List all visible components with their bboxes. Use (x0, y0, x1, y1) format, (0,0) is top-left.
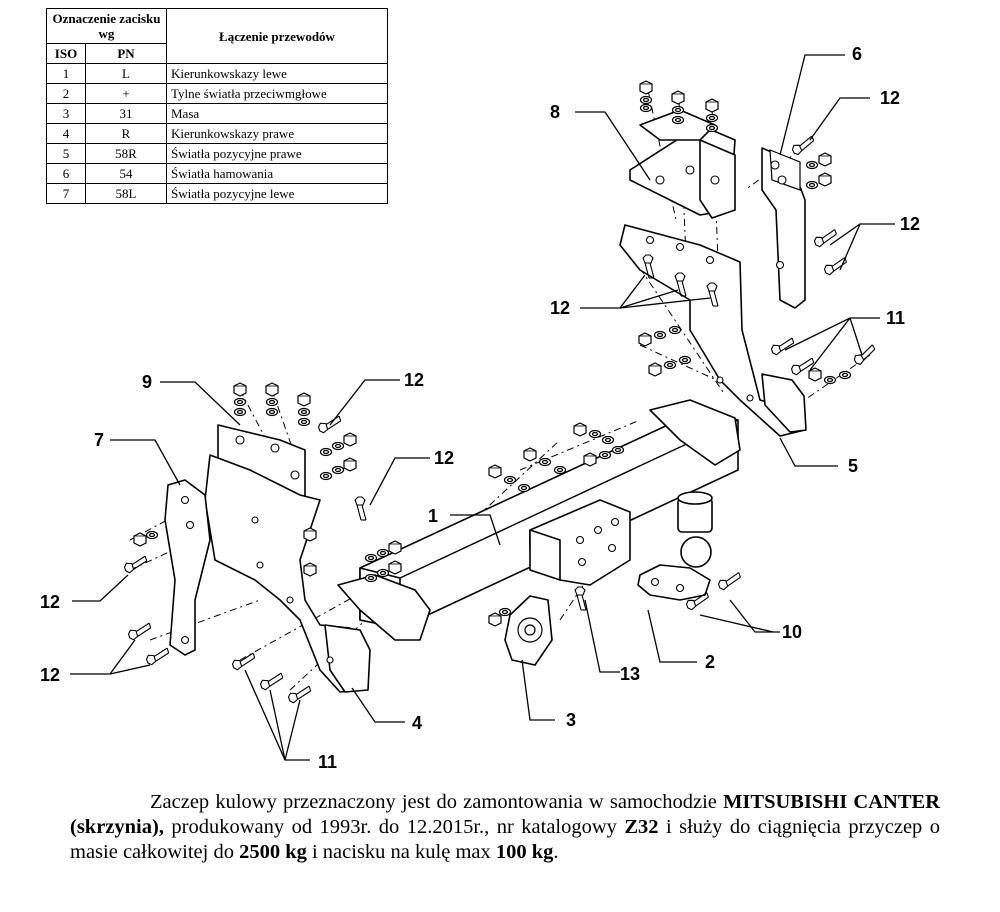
callout-10: 10 (782, 622, 802, 642)
exploded-diagram: 1 2 3 4 5 6 7 8 9 10 11 11 12 12 12 12 1… (40, 44, 920, 772)
cell-desc: Światła pozycyjne prawe (166, 143, 388, 164)
callout-12-lower-left: 12 (40, 592, 60, 612)
leader-lines (70, 54, 895, 761)
callout-4: 4 (412, 713, 422, 733)
callout-12-bottom-left: 12 (40, 665, 60, 685)
center-receiver (529, 499, 631, 586)
callout-5: 5 (848, 456, 858, 476)
callout-7: 7 (94, 430, 104, 450)
part-7-bracket (164, 479, 211, 656)
cell-desc: Kierunkowskazy prawe (166, 123, 388, 144)
table-header-connection: Łączenie przewodów (166, 8, 388, 64)
callout-1: 1 (428, 506, 438, 526)
part-5-side-plate (619, 224, 807, 437)
product-description: Zaczep kulowy przeznaczony jest do zamon… (70, 790, 940, 865)
callout-12-left: 12 (434, 448, 454, 468)
cell-desc: Tylne światła przeciwmgłowe (166, 83, 388, 104)
callout-9: 9 (142, 372, 152, 392)
desc-text-2: produkowany od 1993r. do 12.2015r., nr k… (163, 816, 625, 838)
callout-11-right: 11 (886, 308, 905, 328)
part-8-plate (629, 109, 736, 219)
part-6-bracket (761, 147, 806, 309)
part-4-side-plate (204, 454, 371, 693)
callout-8: 8 (550, 102, 560, 122)
desc-text-3: i służy do ciągnięcia przyczep o masie c… (70, 816, 940, 863)
trailer-mass: 2500 kg (239, 841, 307, 863)
callout-13: 13 (620, 664, 640, 684)
callout-2: 2 (705, 652, 715, 672)
desc-text-4: i nacisku na kulę max (306, 841, 496, 863)
cell-desc: Światła hamowania (166, 163, 388, 184)
desc-text-5: . (553, 841, 559, 863)
callout-12-right: 12 (900, 214, 920, 234)
part-3-socket-plate (504, 595, 553, 666)
cell-desc: Światła pozycyjne lewe (166, 183, 388, 204)
callout-6: 6 (852, 44, 862, 64)
table-row: 2+Tylne światła przeciwmgłowe (46, 83, 388, 104)
callout-labels: 1 2 3 4 5 6 7 8 9 10 11 11 12 12 12 12 1… (40, 44, 920, 772)
ball-load: 100 kg (495, 841, 554, 863)
callout-11-bottom: 11 (318, 752, 337, 772)
callout-12-left-top: 12 (404, 370, 424, 390)
callout-12-top: 12 (880, 88, 900, 108)
wiring-table: Oznaczenie zacisku wg Łączenie przewodów… (46, 8, 388, 204)
cell-pn: 58L (85, 183, 167, 204)
part-1-cross-beam (337, 399, 741, 641)
vehicle-model: MITSUBISHI CANTER (skrzynia), (70, 791, 940, 838)
part-2-tow-ball (637, 491, 713, 601)
callout-12-middle: 12 (550, 298, 570, 318)
callout-3: 3 (566, 710, 576, 730)
desc-text-1: Zaczep kulowy przeznaczony jest do zamon… (150, 791, 724, 813)
table-header-designation: Oznaczenie zacisku wg (46, 8, 167, 44)
catalog-number: Z32 (624, 816, 659, 838)
table-header-iso: ISO (46, 43, 86, 64)
